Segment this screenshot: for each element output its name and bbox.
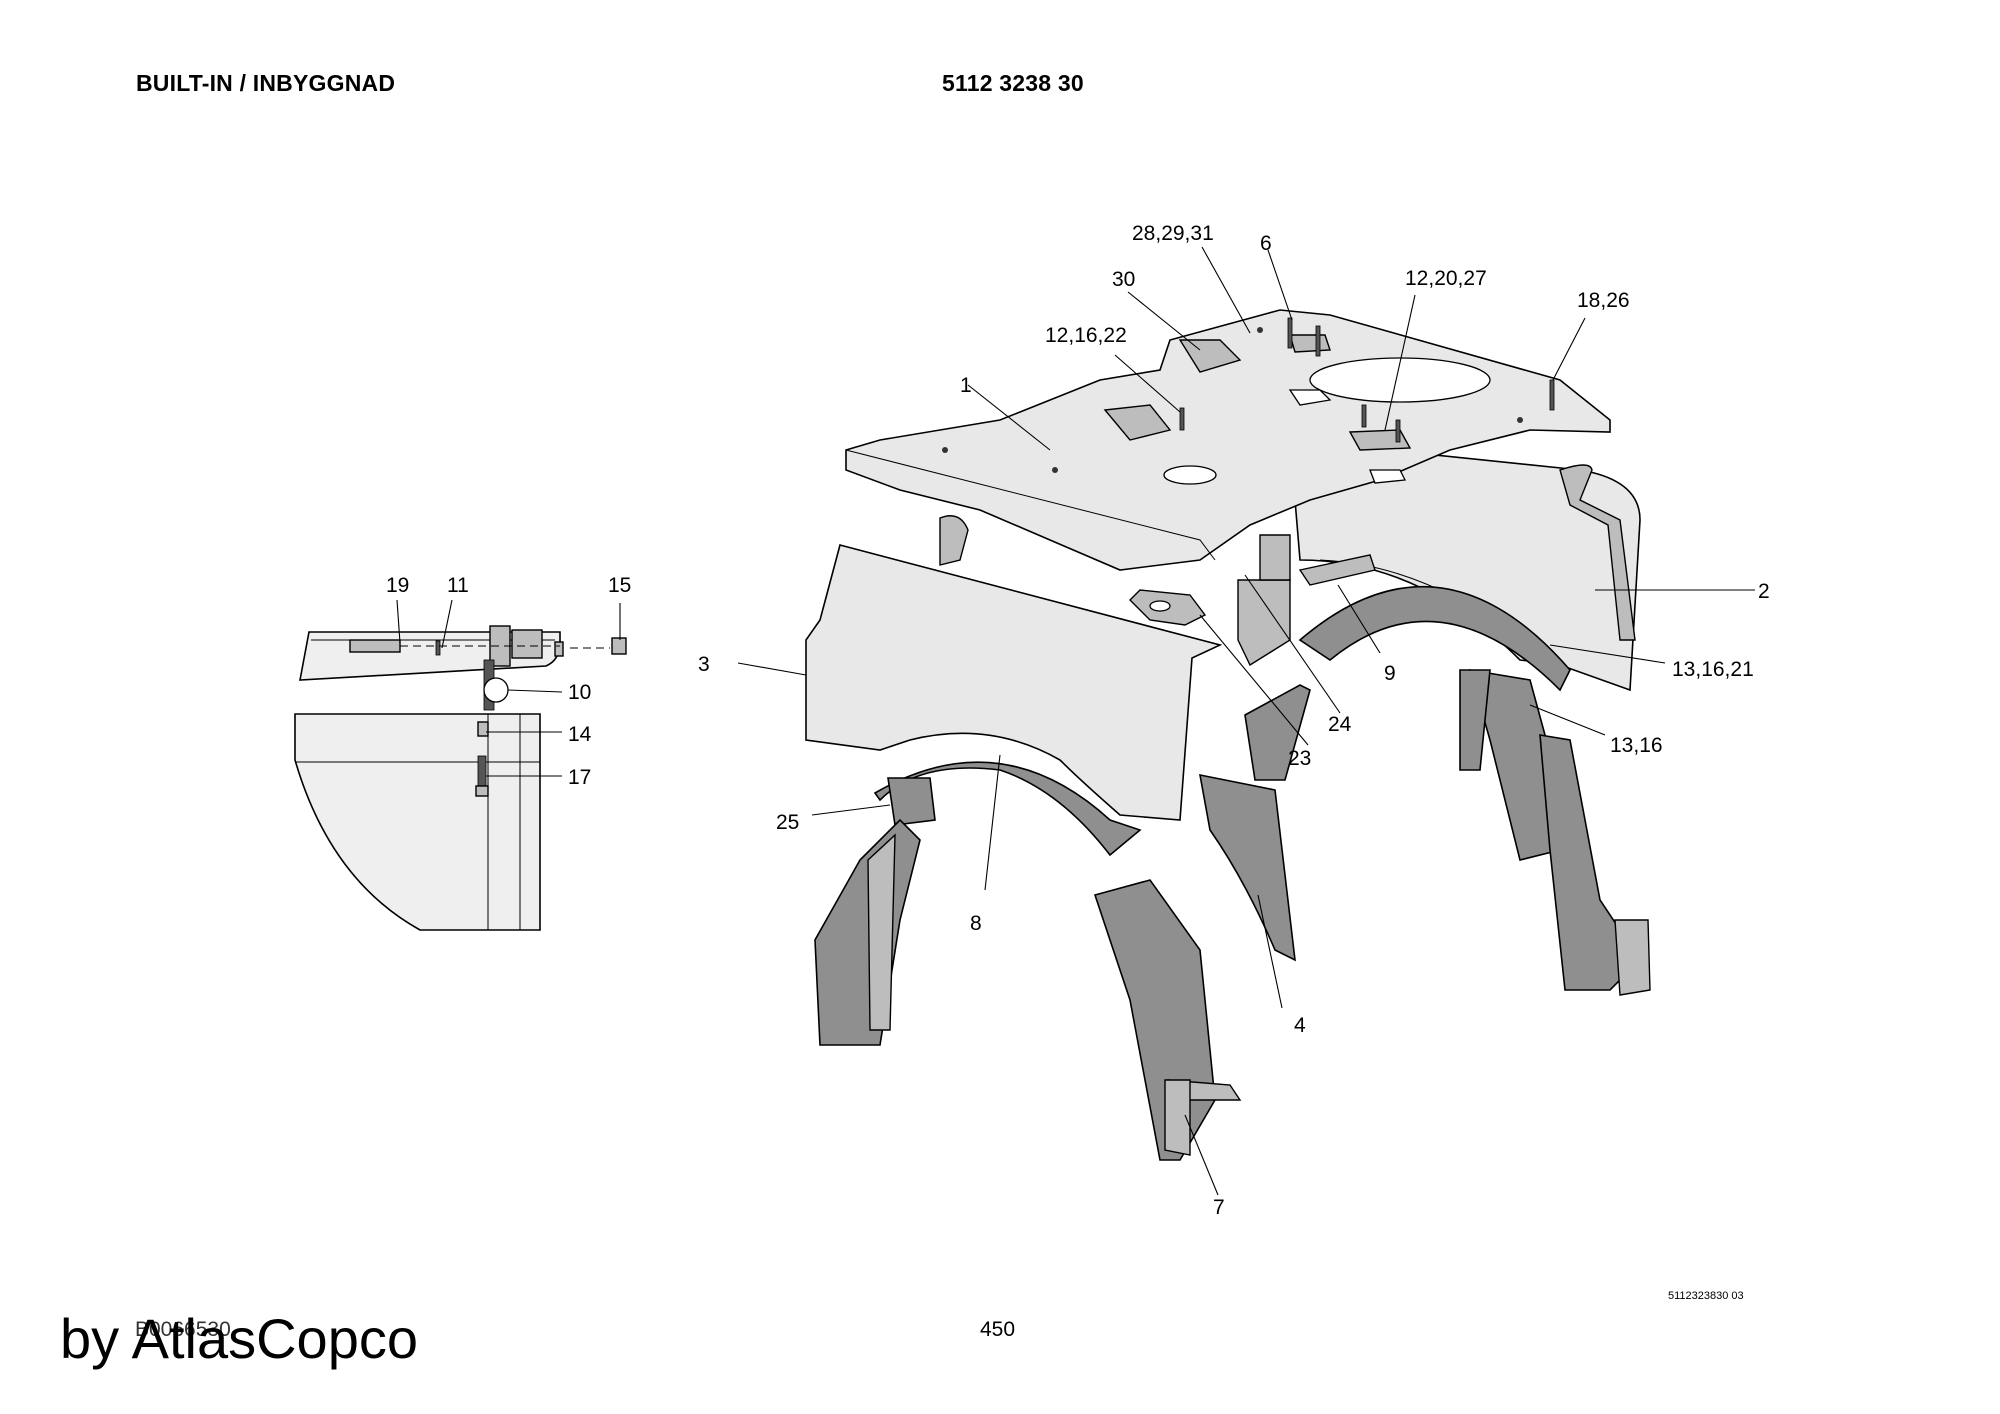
callout-25: 25 [776, 811, 799, 834]
callout-6: 6 [1260, 232, 1272, 255]
callout-24: 24 [1328, 713, 1352, 736]
reference-code: B0066530 [135, 1318, 231, 1341]
callout-28-29-31: 28,29,31 [1132, 222, 1214, 245]
callout-15: 15 [608, 574, 631, 597]
detail-view [294, 625, 627, 931]
callout-9: 9 [1384, 662, 1396, 685]
callout-12-20-27: 12,20,27 [1405, 267, 1487, 290]
header-title: BUILT-IN / INBYGGNAD [136, 70, 396, 96]
leader-lines [396, 246, 1755, 1196]
callout-1: 1 [960, 374, 972, 397]
part-number: 5112 3238 30 [942, 70, 1084, 96]
callout-12-16-22: 12,16,22 [1045, 324, 1127, 347]
callout-2: 2 [1758, 580, 1770, 603]
callout-labels: 28,29,31 6 30 12,20,27 18,26 12,16,22 1 … [386, 222, 1770, 1219]
callout-14: 14 [568, 723, 592, 746]
drawing-code: 5112323830 03 [1668, 1290, 1744, 1302]
main-assembly [805, 309, 1651, 1161]
callout-17: 17 [568, 766, 591, 789]
callout-23: 23 [1288, 747, 1311, 770]
callout-19: 19 [386, 574, 409, 597]
callout-3: 3 [698, 653, 710, 676]
callout-7: 7 [1213, 1196, 1225, 1219]
callout-4: 4 [1294, 1014, 1306, 1037]
callout-11: 11 [447, 574, 469, 597]
callout-13-16-21: 13,16,21 [1672, 658, 1754, 681]
callout-18-26: 18,26 [1577, 289, 1630, 312]
callout-13-16: 13,16 [1610, 734, 1663, 757]
callout-10: 10 [568, 681, 591, 704]
page-number: 450 [980, 1318, 1016, 1341]
callout-8: 8 [970, 912, 982, 935]
watermark-text: by AtlasCopco [60, 1307, 418, 1370]
callout-30: 30 [1112, 268, 1135, 291]
